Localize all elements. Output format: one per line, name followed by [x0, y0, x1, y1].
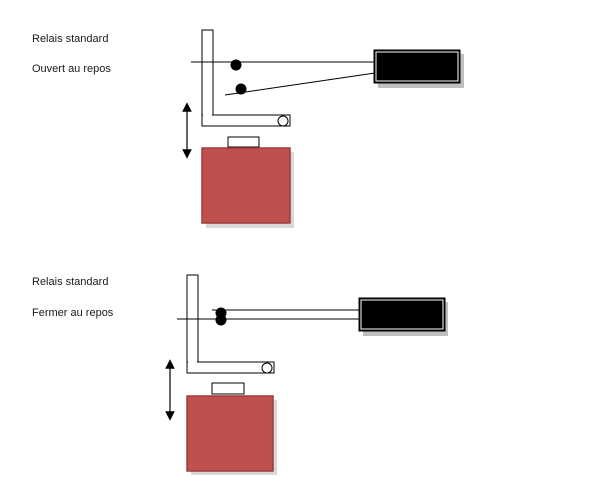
armature-vertical [201, 29, 214, 127]
coil-core [211, 382, 245, 395]
armature-joint [203, 114, 212, 116]
lower-contact-dot [235, 83, 247, 95]
diagram-1-subtitle: Ouvert au repos [32, 63, 111, 75]
lower-contact-dot [215, 314, 227, 326]
coil [201, 147, 291, 224]
diagram-2-subtitle: Fermer au repos [32, 307, 114, 319]
coil-core [227, 136, 260, 148]
terminal-block [373, 49, 461, 84]
relay-closed-diagram [165, 274, 448, 475]
diagram-1-title: Relais standard [32, 33, 109, 45]
upper-contact-dot [230, 59, 242, 71]
armature-vertical [186, 274, 199, 373]
armature-horizontal [186, 361, 275, 374]
armature-joint [188, 361, 197, 363]
terminal-block [358, 297, 446, 332]
armature-horizontal [201, 114, 291, 127]
pivot-icon [261, 362, 273, 374]
terminal-inner-border [360, 299, 444, 330]
lower-contact-wire [224, 72, 376, 96]
terminal-inner-border [375, 51, 459, 82]
relay-open-diagram [182, 29, 464, 228]
pivot-icon [277, 115, 289, 127]
diagram-2-title: Relais standard [32, 276, 109, 288]
coil [186, 395, 274, 472]
